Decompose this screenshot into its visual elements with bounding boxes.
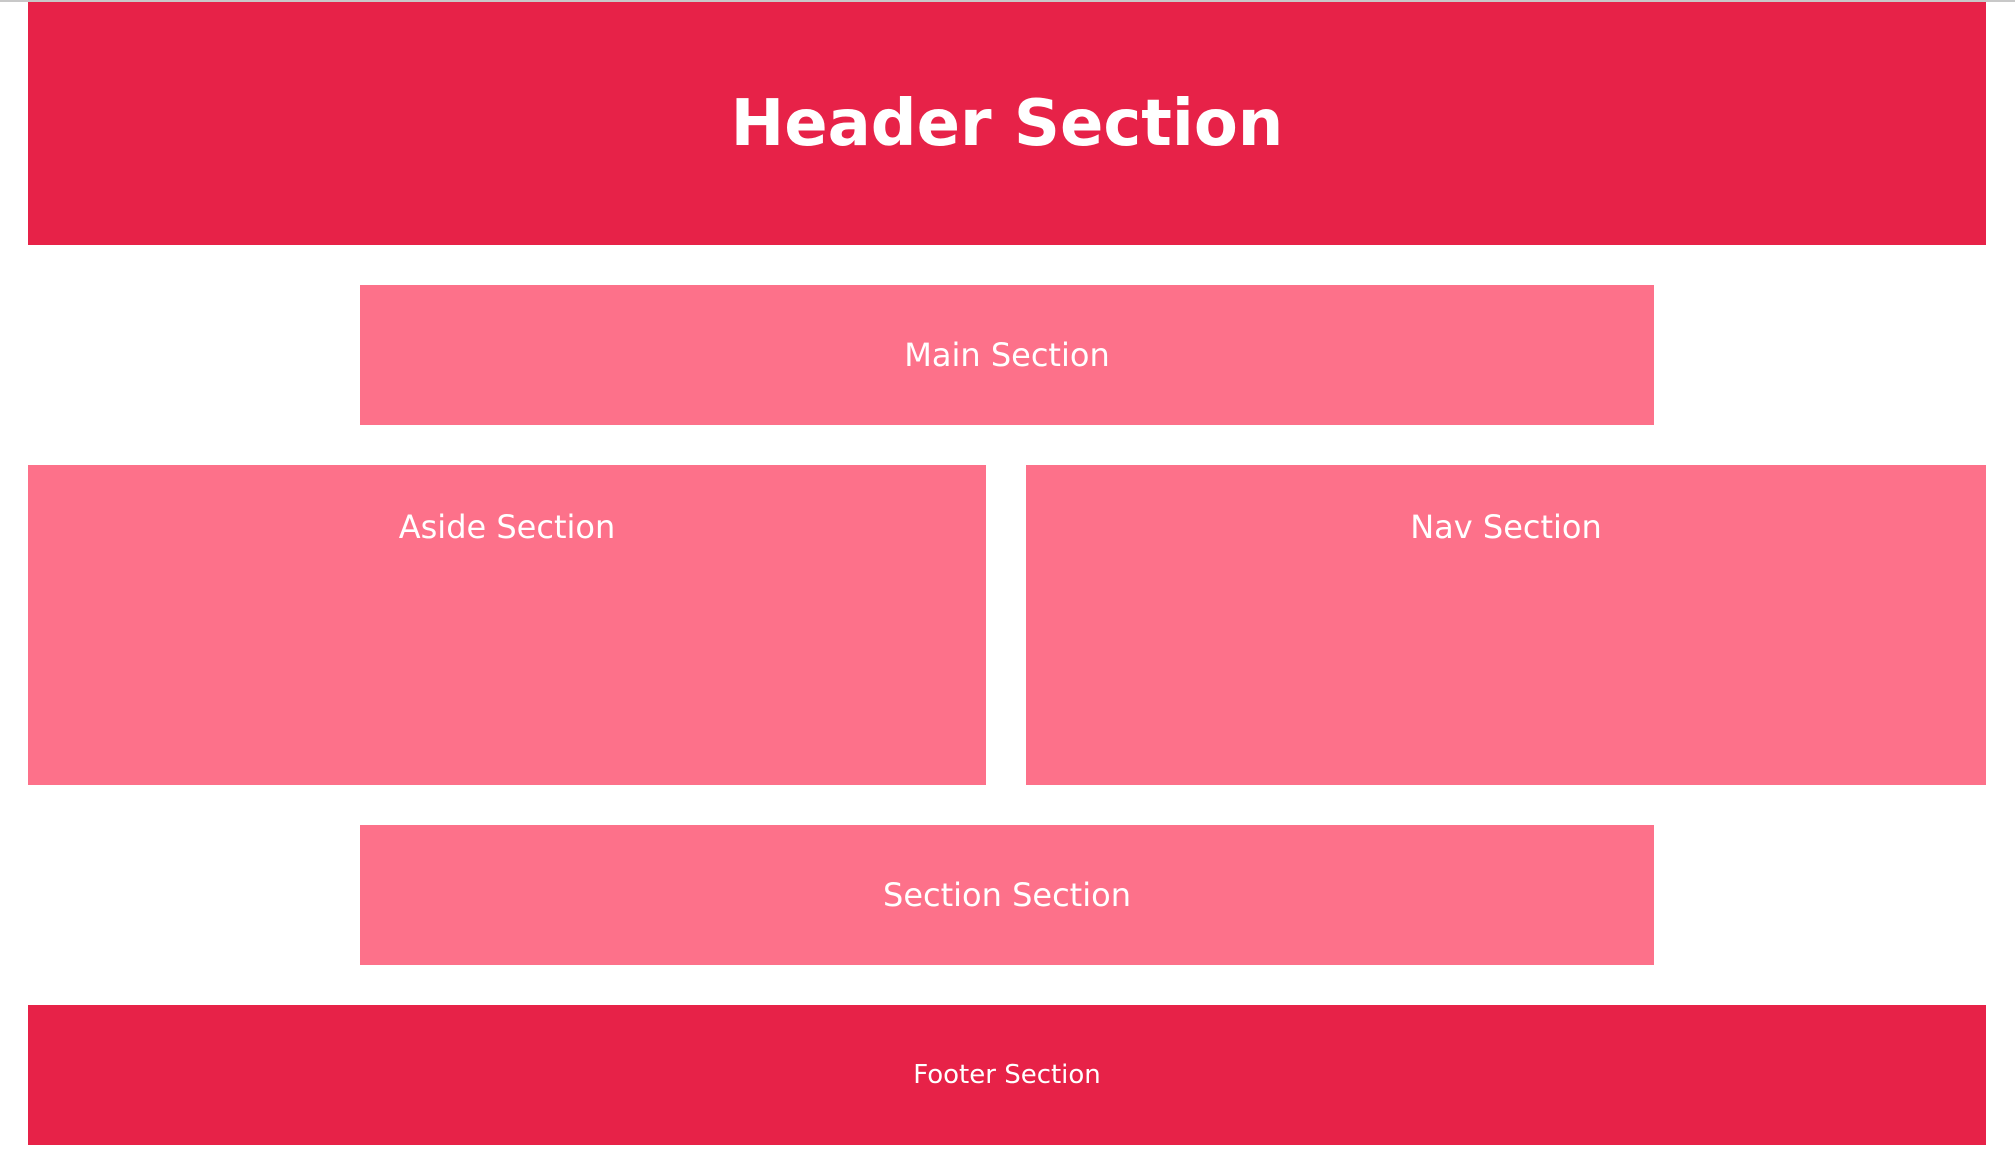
main-section-label: Main Section xyxy=(904,336,1110,374)
nav-section-label: Nav Section xyxy=(1410,508,1602,546)
aside-section: Aside Section xyxy=(28,465,986,785)
section-section: Section Section xyxy=(360,825,1654,965)
header-section: Header Section xyxy=(28,2,1986,245)
main-section: Main Section xyxy=(360,285,1654,425)
footer-section-label: Footer Section xyxy=(913,1060,1101,1090)
section-section-label: Section Section xyxy=(883,876,1131,914)
header-title: Header Section xyxy=(730,86,1284,161)
footer-section: Footer Section xyxy=(28,1005,1986,1145)
nav-section: Nav Section xyxy=(1026,465,1986,785)
aside-section-label: Aside Section xyxy=(398,508,616,546)
